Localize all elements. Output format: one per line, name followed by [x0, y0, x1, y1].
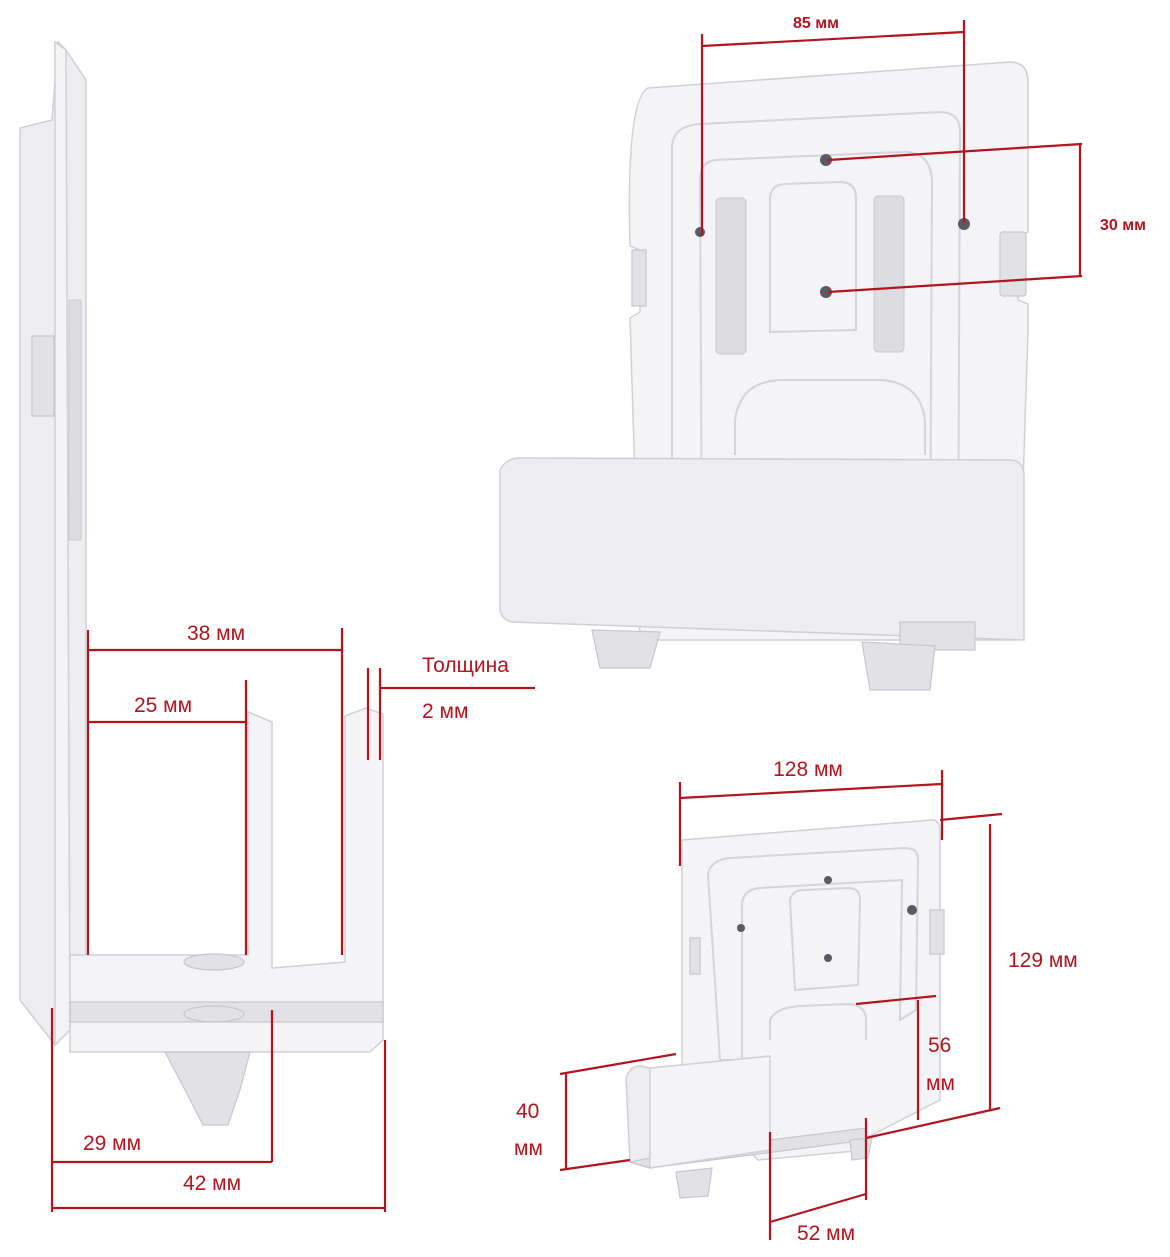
label-129mm: 129 мм — [1008, 949, 1078, 972]
iso-clip-right — [929, 909, 945, 955]
side-screw-2 — [183, 1005, 245, 1023]
iso-hole-left — [737, 924, 745, 932]
front-opening — [734, 379, 926, 455]
iso-tongue — [788, 886, 862, 992]
iso-hole-bottom — [824, 954, 832, 962]
dim-line-85 — [701, 30, 965, 48]
label-2mm: 2 мм — [422, 700, 468, 723]
dim-ext-30-bot — [827, 274, 1083, 294]
iso-view: 128 мм 129 мм 56 мм 40 мм 52 мм — [514, 758, 1078, 1245]
side-tab — [31, 335, 55, 417]
front-clip-right — [999, 231, 1027, 297]
side-view: 38 мм 25 мм Толщина 2 мм 29 мм 42 мм — [19, 40, 535, 1212]
label-42mm: 42 мм — [183, 1172, 241, 1195]
label-85mm: 85 мм — [793, 15, 839, 32]
front-hole-bottom — [820, 286, 832, 298]
label-40-unit: мм — [514, 1137, 543, 1160]
dim-line-128 — [679, 782, 943, 800]
front-view: 85 мм 30 мм — [499, 15, 1146, 691]
front-clip-left — [631, 249, 647, 307]
label-56-number: 56 — [928, 1034, 951, 1057]
iso-cradle-side — [649, 1055, 771, 1169]
side-screw-1 — [183, 953, 245, 971]
iso-cradle-lip — [625, 1065, 651, 1170]
iso-opening — [769, 1002, 867, 1040]
front-foot-right — [861, 641, 936, 691]
iso-clip-left — [689, 937, 701, 975]
label-thickness: Толщина — [422, 654, 509, 677]
label-38mm: 38 мм — [187, 622, 245, 645]
front-pad-left — [715, 197, 747, 355]
dim-ext-129-bot — [865, 1106, 1001, 1140]
label-30mm: 30 мм — [1100, 217, 1146, 234]
side-foot — [164, 1051, 251, 1126]
front-hole-right — [958, 218, 970, 230]
label-25mm: 25 мм — [134, 694, 192, 717]
front-hole-left — [695, 227, 705, 237]
iso-foot-left — [675, 1167, 713, 1199]
label-52mm: 52 мм — [797, 1222, 855, 1245]
label-40-number: 40 — [516, 1100, 539, 1123]
front-lip — [499, 457, 1025, 641]
front-foot-left — [591, 629, 661, 669]
dim-ext-40-top — [559, 1052, 677, 1076]
iso-hole-top — [824, 876, 832, 884]
iso-hole-right — [907, 905, 917, 915]
label-128mm: 128 мм — [773, 758, 843, 781]
side-cradle — [69, 707, 384, 1053]
front-hole-top — [820, 154, 832, 166]
dim-ext-40-bot — [559, 1158, 631, 1172]
iso-foot-right — [849, 1137, 873, 1161]
label-56-unit: мм — [926, 1072, 955, 1095]
dim-line-52 — [769, 1192, 867, 1224]
side-adhesive-pad — [68, 299, 82, 541]
dim-ext-30-top — [827, 142, 1083, 162]
front-inner-frame — [671, 110, 962, 581]
iso-inner-frame — [706, 846, 920, 1061]
dim-ext-129-top — [939, 812, 1003, 822]
front-pad-right — [873, 195, 905, 353]
dim-ext-56-top — [855, 994, 937, 1006]
label-29mm: 29 мм — [83, 1132, 141, 1155]
front-center-tongue — [769, 180, 857, 334]
side-back-plate — [19, 40, 87, 1047]
